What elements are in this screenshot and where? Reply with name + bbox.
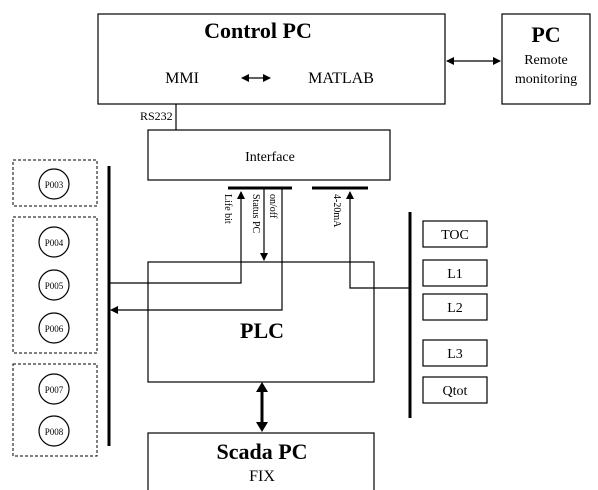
remote-pc-line1: Remote [524,53,568,68]
remote-pc-node: PC Remote monitoring [501,13,591,105]
sensor-l1: L1 [422,259,488,287]
sensor-l3: L3 [422,339,488,367]
sensor-label: L2 [447,301,463,316]
matlab-label: MATLAB [308,70,374,87]
pump-group-3 [12,363,98,457]
interface-box [147,129,391,181]
sensor-toc: TOC [422,220,488,248]
pump-p007: P007 [38,373,70,405]
status-pc-label: Status PC [250,194,261,234]
pump-p005: P005 [38,269,70,301]
remote-pc-line2: monitoring [515,72,577,87]
on-off-label: on/off [267,194,278,219]
rs232-label: RS232 [140,109,173,123]
pump-group-2 [12,216,98,354]
scada-pc-title: Scada PC [216,439,307,464]
sensor-label: Qtot [443,384,468,399]
on-off-line [110,189,283,314]
scada-pc-box [147,432,375,490]
pump-label: P008 [45,427,64,437]
control-pc-box [97,13,446,105]
sensor-l2: L2 [422,293,488,321]
plc-node: PLC [147,261,375,383]
pump-p008: P008 [38,415,70,447]
plc-box [147,261,375,383]
plc-label: PLC [240,318,284,343]
pump-label: P004 [45,238,64,248]
plc-scada-arrowhead-bottom [256,422,268,432]
pump-label: P003 [45,180,64,190]
pump-label: P005 [45,281,64,291]
sensor-label: L3 [447,347,463,362]
mmi-label: MMI [165,70,199,87]
life-bit-line [109,191,245,284]
interface-label: Interface [245,150,295,165]
pump-label: P006 [45,324,64,334]
pump-p006: P006 [38,312,70,344]
scada-pc-subtitle: FIX [249,468,275,485]
interface-node: Interface [147,129,391,181]
control-pc-title: Control PC [204,18,312,43]
sensor-label: TOC [441,228,469,243]
analog-signal-label: 4-20mA [331,194,342,228]
analog-line [346,191,410,289]
control-pc-node: Control PC MMI MATLAB [97,13,446,105]
scada-pc-node: Scada PC FIX [147,432,375,490]
life-bit-label: Life bit [222,194,233,224]
pump-p003: P003 [38,168,70,200]
plc-scada-arrowhead-top [256,382,268,392]
remote-pc-box [501,13,591,105]
sensor-label: L1 [447,267,463,282]
remote-pc-title: PC [531,22,560,47]
pump-group-1 [12,159,98,207]
pump-p004: P004 [38,226,70,258]
pump-label: P007 [45,385,64,395]
sensor-qtot: Qtot [422,376,488,404]
